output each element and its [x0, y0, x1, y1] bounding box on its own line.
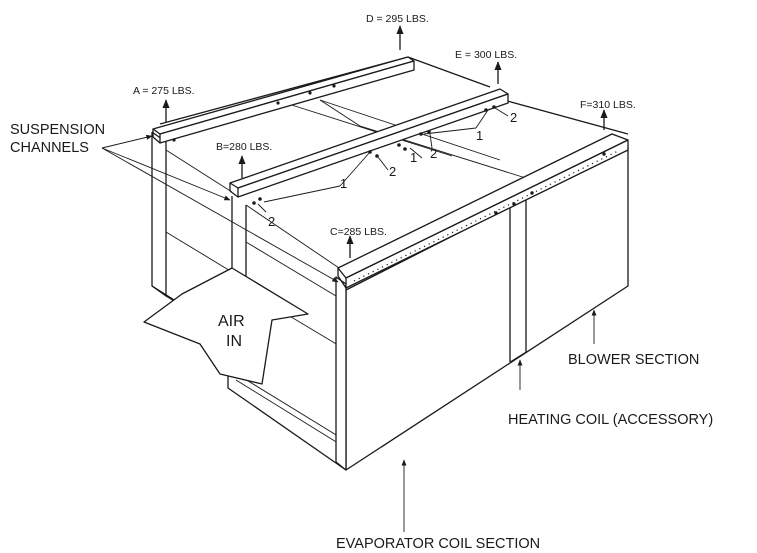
- front-faces: [335, 146, 629, 471]
- channel-e: [229, 88, 509, 205]
- callout-1-mid: 1: [410, 150, 417, 165]
- load-label-f: F=310 LBS.: [580, 99, 636, 111]
- load-label-a: A = 275 LBS.: [133, 85, 195, 97]
- suspension-label-1: SUSPENSION: [10, 122, 105, 138]
- air-label-1: AIR: [218, 313, 245, 330]
- callout-leaders: [101, 107, 597, 532]
- air-in-arrow: [143, 267, 309, 385]
- callout-2-mid2: 2: [430, 146, 437, 161]
- load-label-e: E = 300 LBS.: [455, 49, 517, 61]
- blower-section-label: BLOWER SECTION: [568, 352, 699, 368]
- callout-1-right: 1: [476, 128, 483, 143]
- callout-1-left: 1: [340, 176, 347, 191]
- air-label-2: IN: [226, 333, 242, 350]
- channel-f: [337, 133, 629, 289]
- callout-2-mid: 2: [389, 164, 396, 179]
- load-label-d: D = 295 LBS.: [366, 13, 429, 25]
- load-arrows: [162, 25, 608, 258]
- load-label-b: B=280 LBS.: [216, 141, 272, 153]
- channel-d: [152, 56, 415, 144]
- callout-2-left: 2: [268, 214, 275, 229]
- heating-coil-label: HEATING COIL (ACCESSORY): [508, 412, 713, 428]
- callout-2-right: 2: [510, 110, 517, 125]
- load-label-c: C=285 LBS.: [330, 226, 387, 238]
- evaporator-section-label: EVAPORATOR COIL SECTION: [336, 536, 540, 552]
- suspension-label-2: CHANNELS: [10, 140, 89, 156]
